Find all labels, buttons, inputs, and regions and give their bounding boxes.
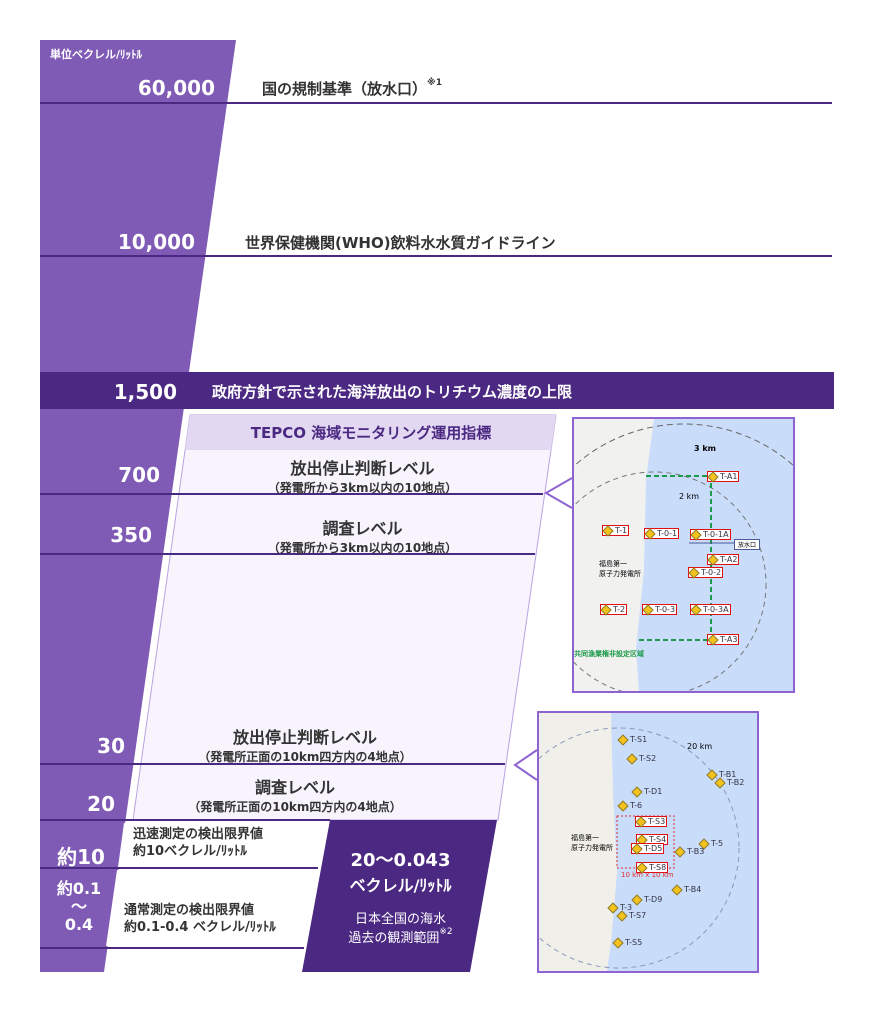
row-title: 調査レベル (322, 519, 403, 538)
sampling-point: T-B3 (676, 847, 704, 856)
value-line: 約0.1 (56, 879, 102, 898)
sampling-point: T-S5 (614, 938, 642, 947)
seawater-caption: 過去の観測範囲※2 (318, 927, 483, 946)
label-1500: 政府方針で示された海洋放出のトリチウム濃度の上限 (212, 383, 573, 401)
footnote-mark: ※1 (427, 78, 443, 88)
value-line: 0.4 (64, 915, 94, 934)
normal-detection-limit: 通常測定の検出限界値約0.1-0.4 ベクレル/ﾘｯﾄﾙ (124, 902, 276, 936)
radius-label: 20 km (687, 742, 713, 751)
seawater-unit: ベクレル/ﾘｯﾄﾙ (349, 876, 452, 895)
row-title: 調査レベル (254, 778, 335, 797)
sampling-point: T-0-3 (642, 604, 678, 615)
value-line: ～ (70, 897, 87, 916)
plant-label-line: 原子力発電所 (571, 844, 613, 852)
sampling-point: T-6 (619, 801, 642, 810)
value-700: 700 (118, 463, 160, 487)
map-3km: 3 km 2 km 福島第一原子力発電所 放水口 共同漁業権非設定区域 T-A1… (572, 417, 795, 693)
zone-label: 共同漁業権非設定区域 (574, 650, 644, 658)
row-title: 放出停止判断レベル (290, 459, 435, 478)
plant-label: 福島第一原子力発電所 (571, 833, 613, 853)
tepco-panel-title: TEPCO 海域モニタリング運用指標 (250, 424, 492, 442)
sampling-point: T-A2 (707, 554, 740, 565)
caption-text: 過去の観測範囲 (348, 931, 440, 946)
sampling-point: T-S1 (619, 735, 647, 744)
sampling-point: T-S7 (618, 911, 646, 920)
unit-label: 単位ベクレル/ﾘｯﾄﾙ (50, 48, 143, 61)
label-10000: 世界保健機関(WHO)飲料水水質ガイドライン (245, 234, 556, 252)
sampling-point: T-S2 (628, 754, 656, 763)
tepco-panel-header (185, 415, 556, 450)
sampling-point: T-A1 (707, 471, 740, 482)
sampling-point: T-B2 (716, 778, 744, 787)
plant-label-line: 福島第一 (571, 834, 599, 842)
value-10: 約10 (57, 845, 105, 869)
outlet-label: 放水口 (734, 539, 761, 550)
sampling-point: T-D1 (633, 787, 662, 796)
sampling-point: T-2 (600, 604, 628, 615)
box-label: 10 km x 10 km (621, 871, 674, 879)
row-subtitle: （発電所正面の10km四方内の4地点） (188, 800, 402, 814)
value-1500: 1,500 (113, 380, 177, 404)
plant-label-line: 原子力発電所 (599, 570, 641, 578)
value-0.1-0.4: 約0.1～0.4 (48, 880, 110, 934)
radius-label: 2 km (679, 492, 700, 501)
detection-value: 約10ベクレル/ﾘｯﾄﾙ (133, 844, 247, 859)
label-text: 国の規制基準（放水口） (262, 80, 428, 98)
sampling-point: T-B4 (673, 885, 701, 894)
value-60000: 60,000 (137, 76, 215, 100)
tepco-row-30: 放出停止判断レベル （発電所正面の10km四方内の4地点） (140, 724, 470, 765)
sampling-point: T-S3 (635, 816, 668, 827)
rapid-detection-limit: 迅速測定の検出限界値約10ベクレル/ﾘｯﾄﾙ (133, 826, 263, 860)
detection-value: 約0.1-0.4 ベクレル/ﾘｯﾄﾙ (124, 920, 276, 935)
value-30: 30 (97, 734, 125, 758)
rapid-detection-box (118, 823, 322, 867)
row-title: 放出停止判断レベル (232, 728, 377, 747)
detection-title: 通常測定の検出限界値 (124, 903, 255, 918)
sampling-point: T-D9 (633, 895, 662, 904)
seawater-box (302, 820, 497, 972)
row-subtitle: （発電所正面の10km四方内の4地点） (198, 750, 412, 764)
sampling-point: T-1 (602, 525, 630, 536)
sampling-point: T-5 (700, 839, 723, 848)
sampling-point: T-S8 (636, 862, 669, 873)
band-1500 (40, 372, 834, 409)
seawater-caption: 日本全国の海水 (354, 912, 446, 927)
sampling-point: T-A3 (707, 634, 740, 645)
plant-label-line: 福島第一 (599, 560, 627, 568)
sampling-point: T-0-1 (644, 528, 680, 539)
sampling-point: T-0-2 (688, 567, 724, 578)
value-10000: 10,000 (117, 230, 195, 254)
label-60000: 国の規制基準（放水口）※1 (262, 78, 442, 99)
value-350: 350 (110, 523, 152, 547)
seawater-range: 20～0.043 ベクレル/ﾘｯﾄﾙ 日本全国の海水 過去の観測範囲※2 (318, 846, 483, 946)
sampling-point: T-B1 (708, 770, 736, 779)
footnote-mark: ※2 (439, 927, 453, 937)
seawater-range-value: 20～0.043 (350, 850, 451, 871)
row-subtitle: （発電所から3km以内の10地点） (267, 481, 458, 495)
callout-pointer (513, 749, 538, 781)
plant-label: 福島第一原子力発電所 (599, 559, 641, 579)
row-subtitle: （発電所から3km以内の10地点） (267, 541, 458, 555)
normal-detection-box (106, 870, 318, 946)
value-20: 20 (87, 792, 115, 816)
sampling-point: T-0-1A (690, 529, 731, 540)
tepco-row-700: 放出停止判断レベル （発電所から3km以内の10地点） (190, 455, 535, 496)
scale-bar (40, 40, 236, 972)
sampling-point: T-3 (609, 903, 632, 912)
callout-pointer (543, 477, 573, 509)
radius-label: 3 km (694, 444, 717, 453)
sampling-point: T-0-3A (690, 604, 731, 615)
tepco-row-350: 調査レベル （発電所から3km以内の10地点） (190, 515, 535, 556)
detection-title: 迅速測定の検出限界値 (133, 827, 264, 842)
tepco-row-20: 調査レベル （発電所正面の10km四方内の4地点） (130, 774, 460, 815)
map-20km: 20 km 10 km x 10 km 福島第一原子力発電所 T-S1 T-S2… (537, 711, 759, 973)
sampling-point: T-D5 (631, 843, 665, 854)
